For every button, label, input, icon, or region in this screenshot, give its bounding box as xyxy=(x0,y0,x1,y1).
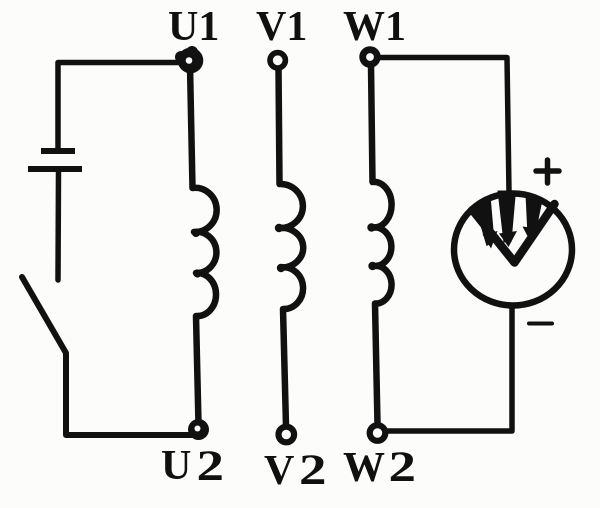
svg-text:W1: W1 xyxy=(343,4,406,50)
svg-text:2: 2 xyxy=(389,443,417,491)
svg-text:2: 2 xyxy=(197,442,225,490)
svg-text:U1: U1 xyxy=(168,4,219,50)
svg-text:V: V xyxy=(264,448,294,494)
svg-text:U: U xyxy=(161,443,191,489)
svg-text:V1: V1 xyxy=(256,4,307,50)
svg-text:W: W xyxy=(343,445,385,491)
svg-text:2: 2 xyxy=(299,446,327,494)
